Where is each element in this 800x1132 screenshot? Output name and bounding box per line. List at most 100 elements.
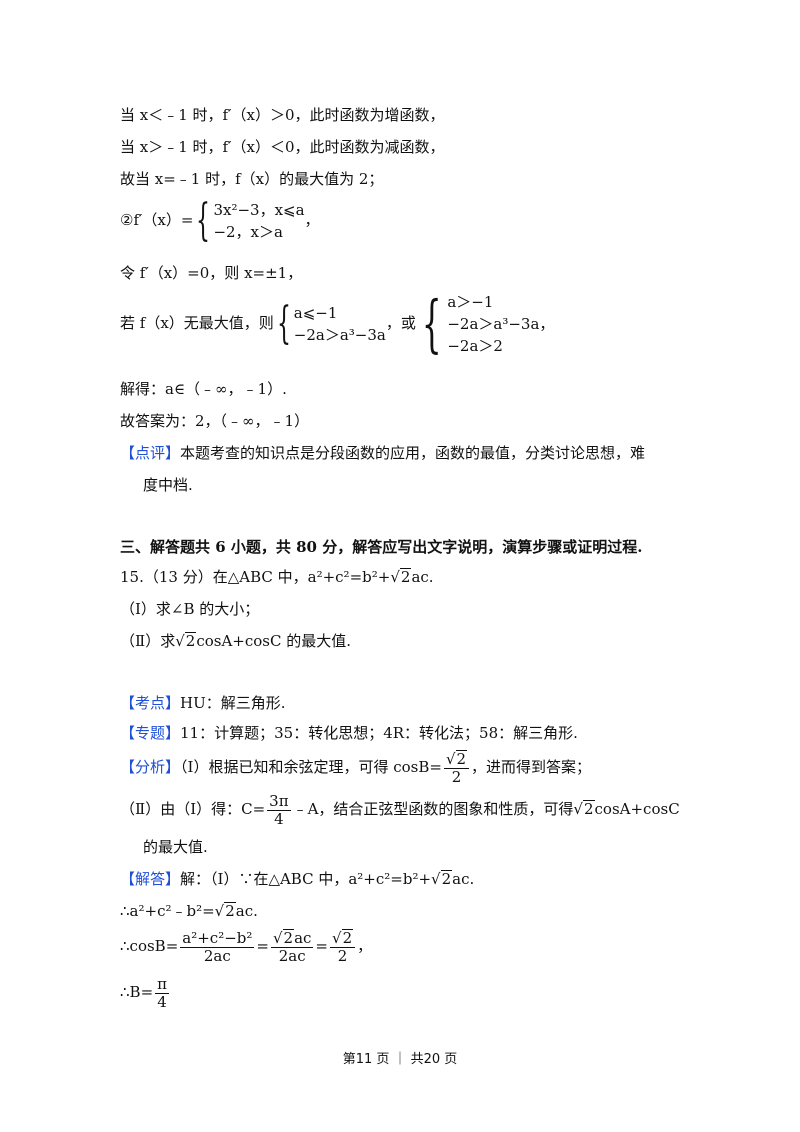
numerator: 3π bbox=[267, 791, 291, 811]
numerator: π bbox=[155, 974, 169, 994]
left-brace: { bbox=[276, 298, 291, 349]
text: 11：计算题；35：转化思想；4R：转化法；58：解三角形. bbox=[180, 724, 578, 742]
kaodian-line: 【考点】HU：解三角形. bbox=[120, 692, 286, 714]
sqrt-sign: √ bbox=[272, 929, 283, 947]
denominator: 2 bbox=[451, 768, 462, 786]
condition-line: 若 f（x）无最大值，则{a⩽−1−2a＞a³−3a，或{a＞−1−2a＞a³−… bbox=[120, 290, 554, 357]
problem-part2: （Ⅱ）求√2cosA+cosC 的最大值. bbox=[120, 630, 351, 652]
solution-line: 【解答】解：（Ⅰ）∵在△ABC 中，a²+c²=b²+√2ac. bbox=[120, 868, 474, 890]
cases: a＞−1 −2a＞a³−3a， −2a＞2 bbox=[447, 291, 554, 357]
case: −2，x＞a bbox=[213, 223, 283, 241]
text-line: 故当 x=﹣1 时，f（x）的最大值为 2； bbox=[120, 170, 384, 188]
sqrt-body: 2 bbox=[224, 902, 236, 920]
sqrt-body: 2 bbox=[184, 632, 197, 650]
text-line: 令 f′（x）=0，则 x=±1， bbox=[120, 264, 303, 282]
text: ②f′（x）= bbox=[120, 211, 194, 229]
numerator: a²+c²−b² bbox=[180, 928, 255, 948]
text: ac. bbox=[235, 902, 258, 920]
text: ﹣A，结合正弦型函数的图象和性质，可得 bbox=[292, 800, 574, 818]
text-line: 的最大值. bbox=[143, 838, 208, 856]
text: 若 f（x）无最大值，则 bbox=[120, 314, 274, 332]
text: ， bbox=[304, 211, 320, 229]
text: HU：解三角形. bbox=[180, 694, 286, 712]
case: a⩽−1 bbox=[293, 304, 338, 322]
case: −2a＞a³−3a bbox=[293, 326, 386, 344]
solution-tag: 【解答】 bbox=[120, 870, 181, 888]
sqrt-sign: √ bbox=[573, 800, 583, 818]
text: ac. bbox=[411, 568, 434, 586]
text: ∴a²+c²﹣b²= bbox=[120, 902, 215, 920]
text-line: （Ⅰ）求∠B 的大小； bbox=[120, 600, 260, 618]
text: ，进而得到答案； bbox=[471, 758, 592, 776]
text: ，或 bbox=[385, 314, 416, 332]
page-footer: 第11 页 ｜ 共20 页 bbox=[342, 1052, 458, 1067]
case: −2a＞2 bbox=[447, 337, 503, 355]
sqrt-sign: √ bbox=[332, 929, 342, 947]
zhuanti-line: 【专题】11：计算题；35：转化思想；4R：转化法；58：解三角形. bbox=[120, 722, 578, 744]
cases: a⩽−1 −2a＞a³−3a bbox=[294, 302, 386, 346]
piecewise-derivative: ②f′（x）={3x²−3，x⩽a −2，x＞a ， bbox=[120, 198, 320, 243]
sqrt-body: 2 bbox=[455, 750, 468, 768]
sqrt-sign: √ bbox=[214, 902, 225, 920]
comment-line: 【点评】本题考查的知识点是分段函数的应用，函数的最值，分类讨论思想，难 bbox=[120, 442, 645, 464]
fenxi-tag: 【分析】 bbox=[120, 758, 181, 776]
denominator: 4 bbox=[157, 992, 167, 1011]
text-line: 度中档. bbox=[143, 476, 193, 494]
text: ac bbox=[294, 929, 312, 947]
case: 3x²−3，x⩽a bbox=[213, 201, 305, 219]
comment-tag: 【点评】 bbox=[120, 444, 181, 462]
text: ∴cosB= bbox=[120, 937, 179, 955]
solution-line-2: ∴a²+c²﹣b²=√2ac. bbox=[120, 900, 258, 922]
text: ， bbox=[357, 937, 373, 955]
left-brace: { bbox=[196, 195, 211, 246]
sqrt-body: 2 bbox=[341, 929, 354, 947]
kaodian-tag: 【考点】 bbox=[120, 694, 181, 712]
text: （Ⅱ）求 bbox=[120, 632, 176, 650]
text-line: 当 x＜﹣1 时，f′（x）＞0，此时函数为增函数， bbox=[120, 106, 445, 124]
sqrt-sign: √ bbox=[390, 568, 400, 586]
section-heading: 三、解答题共 6 小题，共 80 分，解答应写出文字说明，演算步骤或证明过程. bbox=[120, 538, 643, 556]
text: cosA+cosC bbox=[594, 800, 680, 818]
text: 解：（Ⅰ）∵在△ABC 中，a²+c²=b²+ bbox=[180, 870, 432, 888]
problem-stem: 15.（13 分）在△ABC 中，a²+c²=b²+√2ac. bbox=[120, 566, 434, 588]
text-line: 当 x＞﹣1 时，f′（x）＜0，此时函数为减函数， bbox=[120, 138, 445, 156]
text: 15.（13 分）在△ABC 中，a²+c²=b²+ bbox=[120, 568, 391, 586]
sqrt-sign: √ bbox=[445, 750, 456, 768]
zhuanti-tag: 【专题】 bbox=[120, 724, 181, 742]
text: ∴B= bbox=[120, 983, 154, 1001]
sqrt-body: 2 bbox=[440, 870, 453, 888]
text-line: 故答案为：2，（﹣∞，﹣1） bbox=[120, 412, 310, 430]
denominator: 2ac bbox=[278, 947, 306, 965]
text: （Ⅰ）根据已知和余弦定理，可得 cosB= bbox=[180, 758, 442, 776]
cases: 3x²−3，x⩽a −2，x＞a bbox=[213, 199, 304, 243]
text: （Ⅱ）由（Ⅰ）得：C= bbox=[120, 800, 266, 818]
text: cosA+cosC 的最大值. bbox=[196, 632, 351, 650]
denominator: 2 bbox=[337, 947, 348, 965]
sqrt-body: 2 bbox=[582, 800, 595, 818]
denominator: 2ac bbox=[203, 946, 231, 965]
sqrt-body: 2 bbox=[282, 929, 295, 947]
comment-text: 本题考查的知识点是分段函数的应用，函数的最值，分类讨论思想，难 bbox=[180, 444, 646, 462]
text-line: 解得：a∈（﹣∞，﹣1）. bbox=[120, 380, 287, 398]
text: ac. bbox=[452, 870, 475, 888]
sqrt-sign: √ bbox=[175, 632, 185, 650]
denominator: 4 bbox=[274, 809, 284, 828]
left-brace: { bbox=[421, 287, 442, 360]
numerator: √2ac bbox=[270, 929, 314, 948]
case: −2a＞a³−3a， bbox=[447, 315, 555, 333]
case: a＞−1 bbox=[447, 293, 494, 311]
sqrt-sign: √ bbox=[431, 870, 441, 888]
numerator: √2 bbox=[330, 929, 356, 948]
numerator: √2 bbox=[443, 750, 470, 769]
sqrt-body: 2 bbox=[399, 568, 412, 586]
